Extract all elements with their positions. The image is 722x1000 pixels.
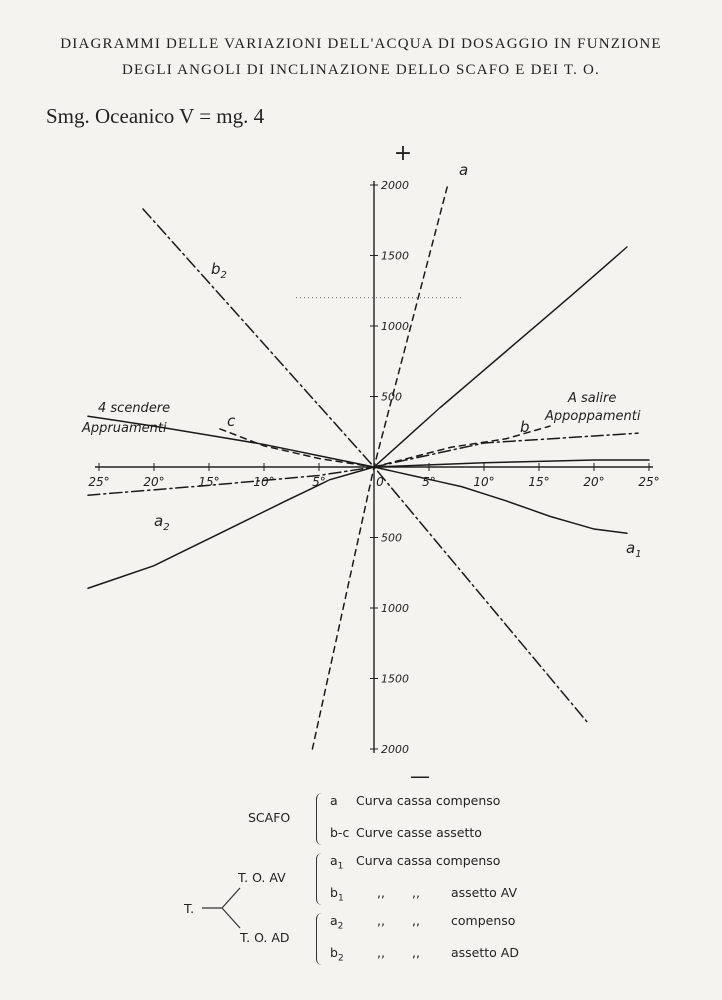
dosage-diagram: 25° 20° 15° 10° 5° 0 5° 10° 15° 20° 25° 2000 1500 100… [81, 141, 660, 788]
legend-ad-code-0: a2 [330, 913, 344, 932]
annotation-left-2: Appruamenti [81, 421, 167, 436]
legend-brace-scafo [316, 793, 325, 845]
legend-ad-ditto-0b: ,, [412, 913, 420, 928]
legend-connector-up [221, 887, 241, 909]
legend-av-ditto-1a: ,, [377, 885, 385, 900]
y-tick-label-7: 2000 [381, 743, 409, 756]
y-tick-label-4: 500 [381, 532, 402, 545]
legend-av-code-1: b1 [330, 885, 344, 904]
x-tick-label-5: 0 [376, 475, 384, 489]
legend-scafo-text-0: Curva cassa compenso [356, 793, 501, 808]
legend-ad-code-1: b2 [330, 945, 344, 964]
x-tick-label-6: 5° [422, 475, 436, 489]
subtitle: Smg. Oceanico V = mg. 4 [46, 104, 265, 128]
legend-ad-ditto-0a: ,, [377, 913, 385, 928]
x-tick-label-4: 5° [312, 475, 326, 489]
x-tick-label-7: 10° [473, 475, 494, 489]
annotation-right-2: Appoppamenti [544, 409, 641, 424]
series-line-unlabeled-5 [373, 246, 628, 468]
legend-scafo-code-0: a [330, 793, 338, 808]
legend-ad-ditto-1a: ,, [377, 945, 385, 960]
legend-av-code-0: a1 [330, 853, 344, 872]
legend-connector-down [221, 907, 241, 929]
y-tick-label-1: 1500 [381, 250, 409, 263]
annotation-left-1: 4 scendere [98, 401, 170, 416]
x-tick-label-9: 20° [583, 475, 604, 489]
chart-labels: 25° 20° 15° 10° 5° 0 5° 10° 15° 20° 25° 2000 1500 100… [81, 141, 660, 788]
legend-ad-text-1: assetto AD [451, 945, 519, 960]
x-tick-label-8: 15° [528, 475, 549, 489]
y-sign-plus: + [394, 141, 412, 166]
legend-t-label: T. [184, 901, 195, 916]
series-line-c [219, 428, 375, 468]
legend-ad-ditto-1b: ,, [412, 945, 420, 960]
x-tick-label-3: 10° [253, 475, 274, 489]
x-tick-label-2: 15° [198, 475, 219, 489]
legend-scafo-text-1: Curve casse assetto [356, 825, 482, 840]
legend-to-av-label: T. O. AV [238, 870, 286, 885]
series-label-c: c [227, 412, 236, 430]
x-tick-label-0: 25° [88, 475, 109, 489]
annotation-right-1: A salire [567, 391, 616, 406]
title-line-1: DIAGRAMMI DELLE VARIAZIONI DELL'ACQUA DI… [60, 36, 662, 52]
series-line-a1 [87, 466, 628, 590]
legend-ad-text-0: compenso [451, 913, 516, 928]
y-sign-minus: — [410, 764, 430, 788]
y-tick-label-6: 1500 [381, 673, 409, 686]
legend-av-text-1: assetto AV [451, 885, 518, 900]
series-line-b [373, 425, 551, 468]
y-tick-label-0: 2000 [381, 179, 409, 192]
series-label-a: a [459, 161, 468, 179]
legend-av-text-0: Curva cassa compenso [356, 853, 501, 868]
series-line-a2 [87, 466, 375, 496]
legend-av-ditto-1b: ,, [412, 885, 420, 900]
y-tick-label-5: 1000 [381, 602, 409, 615]
title-line-2: DEGLI ANGOLI DI INCLINAZIONE DELLO SCAFO… [121, 62, 601, 78]
legend-to-ad-label: T. O. AD [240, 930, 290, 945]
legend-brace-av [316, 853, 325, 905]
series-line-unlabeled-8 [373, 432, 639, 468]
chart-series [87, 184, 650, 750]
y-tick-label-3: 500 [381, 391, 402, 404]
x-tick-label-10: 25° [638, 475, 659, 489]
legend-scafo-label: SCAFO [248, 810, 291, 825]
x-tick-label-1: 20° [143, 475, 164, 489]
legend-brace-ad [316, 913, 325, 965]
legend-scafo-code-1: b-c [330, 825, 350, 840]
series-label-b: b [520, 418, 530, 436]
y-tick-label-2: 1000 [381, 320, 409, 333]
